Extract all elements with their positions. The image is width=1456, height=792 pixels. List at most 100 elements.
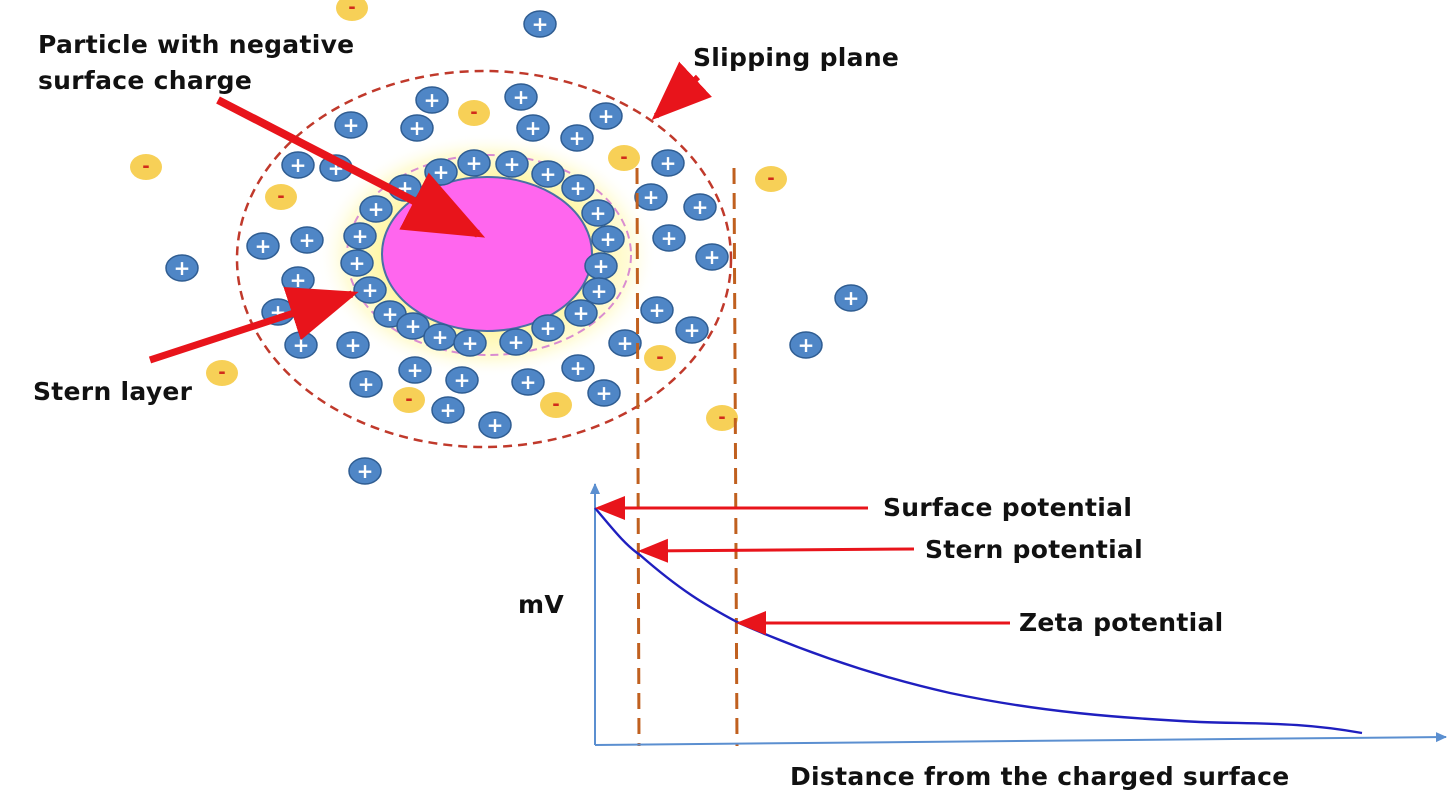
positive-ion: + bbox=[400, 114, 434, 142]
svg-text:+: + bbox=[649, 298, 666, 322]
positive-ion: + bbox=[424, 158, 458, 186]
positive-ion: + bbox=[353, 276, 387, 304]
positive-ion: + bbox=[478, 411, 512, 439]
positive-ion: + bbox=[516, 114, 550, 142]
x-axis bbox=[594, 732, 1447, 746]
positive-ion: + bbox=[789, 331, 823, 359]
positive-ion: + bbox=[336, 331, 370, 359]
svg-text:+: + bbox=[532, 12, 549, 36]
svg-text:+: + bbox=[424, 88, 441, 112]
svg-text:+: + bbox=[684, 318, 701, 342]
svg-text:+: + bbox=[349, 251, 366, 275]
svg-text:-: - bbox=[718, 407, 725, 428]
svg-text:-: - bbox=[218, 362, 225, 383]
slipping-plane-boundary bbox=[235, 69, 733, 449]
svg-text:-: - bbox=[767, 168, 774, 189]
stern-layer-arrow bbox=[148, 286, 359, 364]
slipping-plane-label: Slipping plane bbox=[693, 43, 900, 72]
positive-ion: + bbox=[640, 296, 674, 324]
svg-text:-: - bbox=[470, 102, 477, 123]
svg-text:+: + bbox=[290, 268, 307, 292]
slipping-plane-line bbox=[732, 167, 739, 747]
svg-text:+: + bbox=[440, 398, 457, 422]
svg-text:+: + bbox=[692, 195, 709, 219]
svg-text:-: - bbox=[277, 186, 284, 207]
svg-text:+: + bbox=[600, 227, 617, 251]
positive-ion: + bbox=[564, 299, 598, 327]
svg-text:+: + bbox=[362, 278, 379, 302]
negative-ion: - bbox=[755, 166, 787, 192]
svg-text:-: - bbox=[142, 156, 149, 177]
positive-ion: + bbox=[495, 150, 529, 178]
svg-text:+: + bbox=[570, 176, 587, 200]
svg-text:+: + bbox=[617, 331, 634, 355]
positive-ion: + bbox=[281, 151, 315, 179]
svg-text:+: + bbox=[504, 152, 521, 176]
particle-label-line2: surface charge bbox=[38, 66, 253, 95]
svg-text:+: + bbox=[573, 301, 590, 325]
positive-ion: + bbox=[581, 199, 615, 227]
surface-potential-label: Surface potential bbox=[883, 493, 1133, 522]
positive-ion: + bbox=[334, 111, 368, 139]
svg-text:+: + bbox=[382, 302, 399, 326]
positive-ion: + bbox=[560, 124, 594, 152]
svg-text:+: + bbox=[525, 116, 542, 140]
positive-ion: + bbox=[652, 224, 686, 252]
svg-text:+: + bbox=[508, 330, 525, 354]
svg-text:+: + bbox=[591, 279, 608, 303]
positive-ion: + bbox=[165, 254, 199, 282]
positive-ion: + bbox=[587, 379, 621, 407]
positive-ion: + bbox=[531, 160, 565, 188]
svg-text:+: + bbox=[540, 162, 557, 186]
positive-ion: + bbox=[511, 368, 545, 396]
svg-text:+: + bbox=[299, 228, 316, 252]
stern-potential-label: Stern potential bbox=[925, 535, 1143, 564]
svg-text:+: + bbox=[290, 153, 307, 177]
slipping-plane-arrow bbox=[651, 61, 712, 121]
positive-ion: + bbox=[246, 232, 280, 260]
positive-ion: + bbox=[431, 396, 465, 424]
negative-ion: - bbox=[706, 405, 738, 431]
svg-text:+: + bbox=[798, 333, 815, 357]
svg-text:+: + bbox=[352, 224, 369, 248]
positive-ion: + bbox=[284, 331, 318, 359]
svg-text:+: + bbox=[569, 126, 586, 150]
svg-text:+: + bbox=[407, 358, 424, 382]
svg-text:+: + bbox=[357, 459, 374, 483]
svg-text:+: + bbox=[843, 286, 860, 310]
svg-text:+: + bbox=[174, 256, 191, 280]
positive-ion: + bbox=[457, 149, 491, 177]
positive-ion: + bbox=[591, 225, 625, 253]
svg-text:+: + bbox=[454, 368, 471, 392]
particle-arrow bbox=[216, 96, 486, 238]
positive-ion: + bbox=[359, 195, 393, 223]
svg-text:+: + bbox=[432, 325, 449, 349]
positive-ion: + bbox=[423, 323, 457, 351]
negative-ion: - bbox=[608, 145, 640, 171]
svg-text:+: + bbox=[596, 381, 613, 405]
positive-ion: + bbox=[634, 183, 668, 211]
positive-ion: + bbox=[281, 266, 315, 294]
zeta-potential-label: Zeta potential bbox=[1019, 608, 1224, 637]
positive-ion: + bbox=[445, 366, 479, 394]
svg-text:+: + bbox=[660, 151, 677, 175]
svg-text:+: + bbox=[358, 372, 375, 396]
svg-text:+: + bbox=[409, 116, 426, 140]
positive-ion: + bbox=[415, 86, 449, 114]
negative-ion: - bbox=[644, 345, 676, 371]
stern-potential-arrow bbox=[638, 538, 915, 563]
positive-ion: + bbox=[683, 193, 717, 221]
y-axis-label: mV bbox=[518, 590, 564, 619]
positive-ion: + bbox=[398, 356, 432, 384]
negative-ion: - bbox=[130, 154, 162, 180]
svg-text:-: - bbox=[552, 394, 559, 415]
svg-text:+: + bbox=[293, 333, 310, 357]
negative-ion: - bbox=[458, 100, 490, 126]
negative-ion: - bbox=[336, 0, 368, 21]
positive-ion: + bbox=[561, 354, 595, 382]
svg-text:-: - bbox=[405, 389, 412, 410]
svg-text:+: + bbox=[405, 314, 422, 338]
positive-ion: + bbox=[589, 102, 623, 130]
positive-ion: + bbox=[561, 174, 595, 202]
